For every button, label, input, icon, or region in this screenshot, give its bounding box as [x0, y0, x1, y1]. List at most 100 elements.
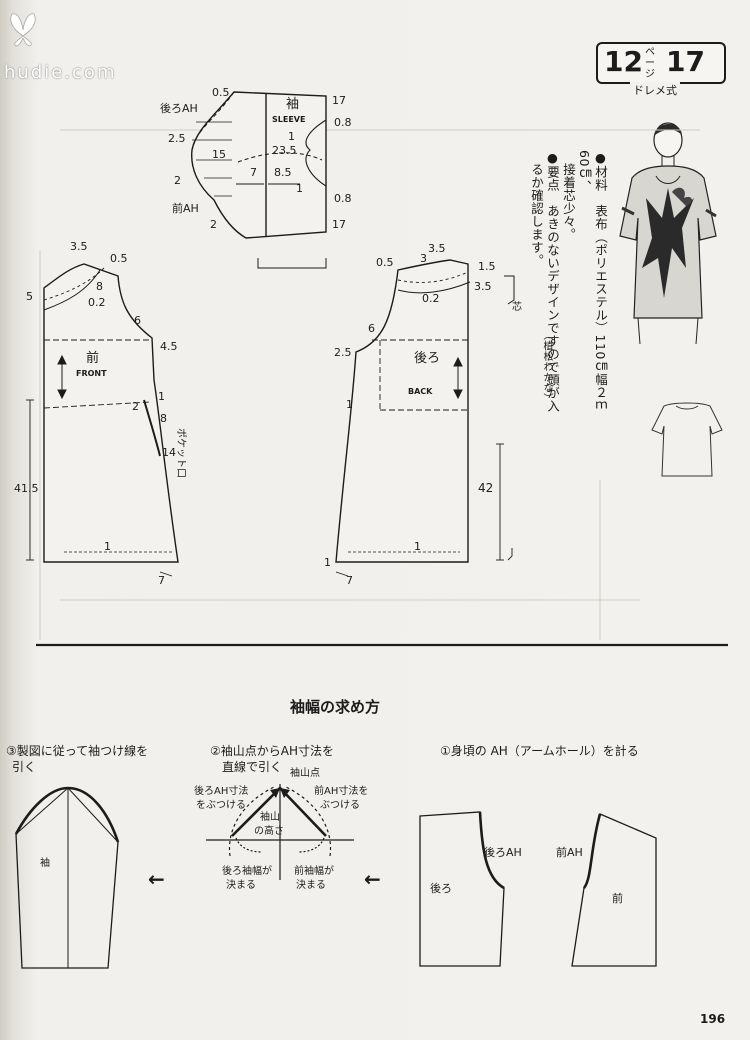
step2-height-note-2: の高さ: [254, 824, 284, 837]
sleeve-dim-15: 15: [212, 148, 226, 161]
step2-arrowheads: [270, 788, 290, 798]
back-view-sketch: [650, 396, 724, 480]
step1-back-label: 後ろ: [430, 881, 452, 895]
pocket-opening-label: ポケット口: [175, 428, 187, 478]
front-dim-8: 8: [96, 280, 103, 293]
back-dim-1c: 1: [324, 556, 331, 569]
step1-front-ah-label: 前AH: [556, 845, 583, 859]
step-arrow-2-icon: ←: [148, 867, 165, 891]
step2-bwidth-1: 後ろ袖幅が: [222, 864, 272, 877]
back-dim-3-5: 3.5: [428, 242, 446, 255]
sleeve-dim-0-8b: 0.8: [334, 192, 352, 205]
page-number: 196: [700, 1012, 726, 1026]
front-grainline-arrow: [57, 354, 67, 400]
back-dim-1b: 1: [414, 540, 421, 553]
designer-credit: （植松わかな）: [541, 330, 552, 404]
sleeve-dim-2a: 2: [174, 174, 181, 187]
front-dim-7: 7: [158, 574, 165, 587]
sleeve-pattern: [191, 91, 327, 239]
step1-front-label: 前: [612, 891, 623, 905]
step2-fwidth-2: 決まる: [296, 879, 326, 891]
front-dim-1b: 1: [104, 540, 111, 553]
back-dim-6: 6: [368, 322, 375, 335]
step1-back-ah-label: 後ろAH: [484, 845, 522, 859]
step2-fwidth-1: 前袖幅が: [294, 864, 334, 877]
back-dim-3: 3: [420, 252, 427, 265]
front-title-en: FRONT: [76, 369, 107, 378]
model-illustration: [612, 118, 724, 348]
front-dim-4-5: 4.5: [160, 340, 178, 353]
dimension-lines: [26, 399, 513, 577]
sleeve-dim-8-5: 8.5: [274, 166, 292, 179]
back-dim-2-5: 2.5: [334, 346, 352, 359]
step-arrow-1-icon: ←: [364, 867, 381, 891]
front-dim-5: 5: [26, 290, 33, 303]
sleeve-dim-0-8a: 0.8: [334, 116, 352, 129]
butterfly-logo-icon: [6, 8, 40, 48]
step3-sleeve-label: 袖: [40, 856, 50, 869]
sleeve-front-ah-label: 前AH: [172, 201, 199, 215]
sleeve-back-ah-label: 後ろAH: [160, 101, 198, 115]
back-title-en: BACK: [408, 387, 433, 396]
step3-title-2: 引く: [12, 760, 37, 774]
item-number: 17: [666, 45, 705, 78]
step1-front-bodice: [571, 813, 657, 967]
front-dim-6: 6: [134, 314, 141, 327]
sleeve-dim-top: 0.5: [212, 86, 230, 99]
back-dim-3-5b: 3.5: [474, 280, 492, 293]
back-dim-0-5: 0.5: [376, 256, 394, 269]
step2-peak-label: 袖山点: [290, 766, 320, 779]
back-dim-1: 1: [346, 398, 353, 411]
interfacing-label: 芯: [512, 300, 522, 313]
watermark: hudie.com: [4, 62, 117, 83]
step3-title-1: ③製図に従って袖つけ線を: [6, 744, 149, 758]
sleeve-dim-1b: 1: [296, 182, 303, 195]
sleeve-title-jp: 袖: [286, 97, 299, 112]
point-line-2: るか確認します。: [529, 150, 544, 267]
step2-bwidth-2: 決まる: [226, 879, 256, 891]
back-dim-1-5: 1.5: [478, 260, 496, 273]
back-dim-0-2: 0.2: [422, 292, 440, 305]
sleeve-dim-23-5: 23.5: [272, 144, 297, 157]
step2-height-note-1: 袖山: [260, 810, 280, 823]
step1-back-bodice: [419, 811, 505, 967]
front-dim-0-2: 0.2: [88, 296, 106, 309]
sleeve-title-en: SLEEVE: [272, 115, 305, 124]
step2-title-1: ②袖山点からAH寸法を: [210, 744, 334, 758]
front-dim-2: 2: [132, 400, 139, 413]
sleeve-dim-17a: 17: [332, 94, 346, 107]
drafting-style: ドレメ式: [630, 82, 680, 98]
step2-front-note-1: 前AH寸法を: [314, 784, 368, 797]
step2-back-note-2: をぶつける: [196, 799, 246, 811]
sleeve-hatch: [192, 121, 232, 197]
badge-frame: [596, 42, 726, 84]
section-title: 袖幅の求め方: [290, 698, 381, 716]
front-bodice: [43, 263, 179, 563]
page-ref-unit: ページ: [645, 47, 655, 80]
step1-title: ①身頃の AH（アームホール）を計る: [440, 744, 639, 758]
sleeve-facing-piece: [257, 258, 327, 269]
back-dim-42: 42: [478, 481, 493, 495]
front-dim-0-5: 0.5: [110, 252, 128, 265]
front-dim-14: 14: [162, 446, 176, 459]
material-line-2: 接着芯少々。: [561, 150, 576, 241]
step2-front-note-2: ぶつける: [320, 799, 360, 811]
sleeve-dim-7: 7: [250, 166, 257, 179]
back-bodice: [335, 259, 515, 563]
sleeve-dim-2-5: 2.5: [168, 132, 186, 145]
sleeve-dim-2b: 2: [210, 218, 217, 231]
sleeve-dim-17b: 17: [332, 218, 346, 231]
front-dim-1: 1: [158, 390, 165, 403]
back-title-jp: 後ろ: [414, 351, 440, 366]
step2-title-2: 直線で引く: [222, 760, 283, 774]
point-line-1: ●要点 あきのないデザインですので頭が入: [545, 150, 560, 413]
description-block: ●材料 表布（ポリエステル）110㎝幅２ｍ60㎝、 接着芯少々。 ●要点 あきの…: [528, 150, 608, 420]
front-dim-8b: 8: [160, 412, 167, 425]
back-dim-7: 7: [346, 574, 353, 587]
front-dim-41-5: 41.5: [14, 482, 39, 495]
front-dim-3-5: 3.5: [70, 240, 88, 253]
step2-back-note-1: 後ろAH寸法: [194, 784, 248, 797]
back-grainline-arrow: [453, 356, 463, 400]
